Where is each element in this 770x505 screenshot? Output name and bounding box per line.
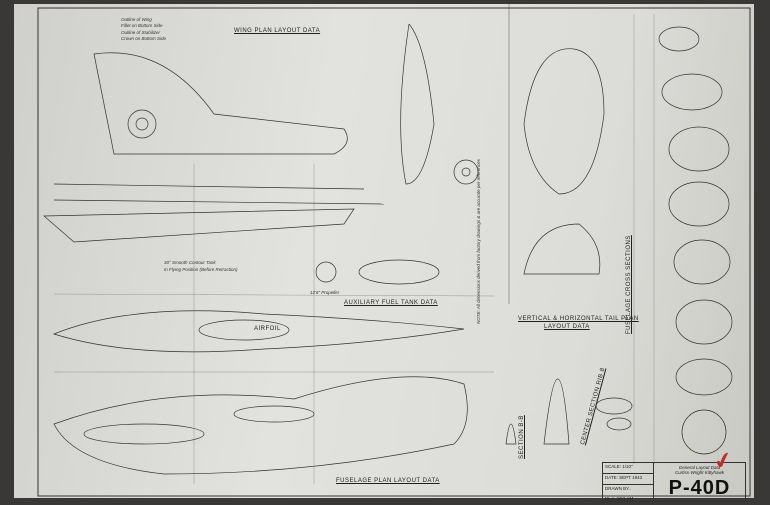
- spinner-view: [453, 159, 479, 185]
- note-fillet-1: Outline of Wing: [121, 17, 152, 22]
- note-fillet-4: Crown on Bottom Side: [121, 36, 167, 41]
- fuselage-plan: [53, 376, 468, 475]
- date: DATE: SEPT 1943: [603, 474, 653, 485]
- title-block: SCALE: 1/10" DATE: SEPT 1943 DRAWN BY.. …: [602, 462, 746, 502]
- note-flying: In Flying Position (Before Retraction): [164, 267, 238, 272]
- note-fillet-2: Fillet on Bottom Side: [121, 23, 163, 28]
- border-frame: [37, 7, 751, 497]
- wing-plan-outline: [93, 52, 348, 155]
- drafter: W. A. WYLAM: [605, 496, 634, 501]
- cross-sections-title: FUSELAGE CROSS SECTIONS: [626, 235, 632, 334]
- description-2: Curtiss-Wright Kittyhawk: [674, 470, 724, 475]
- fin-side: [400, 23, 435, 185]
- wheel-well: [127, 109, 157, 139]
- wing-plan-title: WING PLAN LAYOUT DATA: [234, 28, 321, 34]
- airfoil-label: AIRFOIL: [254, 326, 281, 332]
- cross-sections: [658, 26, 733, 455]
- note-side: NOTE: All dimensions derived from factor…: [476, 159, 481, 324]
- note-smooth: 30° Smooth Contour Tank: [164, 260, 216, 265]
- blueprint-sheet: WING PLAN LAYOUT DATA AUXILIARY FUEL TAN…: [14, 4, 754, 502]
- vertical-tail: [523, 223, 601, 275]
- tail-plan-title-2: LAYOUT DATA: [544, 324, 590, 330]
- note-fillet-3: Outline of Stabilizer: [121, 30, 161, 35]
- aux-fuel-title: AUXILIARY FUEL TANK DATA: [344, 300, 438, 306]
- note-propeller: 12'6" Propeller: [310, 290, 340, 295]
- horizontal-tail: [523, 48, 605, 195]
- drawing-lines: [37, 4, 751, 497]
- center-section-rib: [543, 378, 570, 445]
- fuel-tank-side: [358, 259, 440, 285]
- fuselage-plan-title: FUSELAGE PLAN LAYOUT DATA: [336, 478, 440, 484]
- tail-plan-title: VERTICAL & HORIZONTAL TAIL PLAN: [518, 316, 639, 322]
- section-bb-label: SECTION B-B: [519, 415, 525, 459]
- wing-front-view: [43, 208, 355, 243]
- drawn-by: DRAWN BY..: [605, 486, 632, 491]
- scale: SCALE: 1/10": [603, 463, 653, 474]
- description-1: General Layout Data: [678, 465, 721, 470]
- model-number: P-40D: [668, 477, 731, 499]
- section-bb: [505, 423, 517, 445]
- fuselage-top-view: [52, 310, 465, 353]
